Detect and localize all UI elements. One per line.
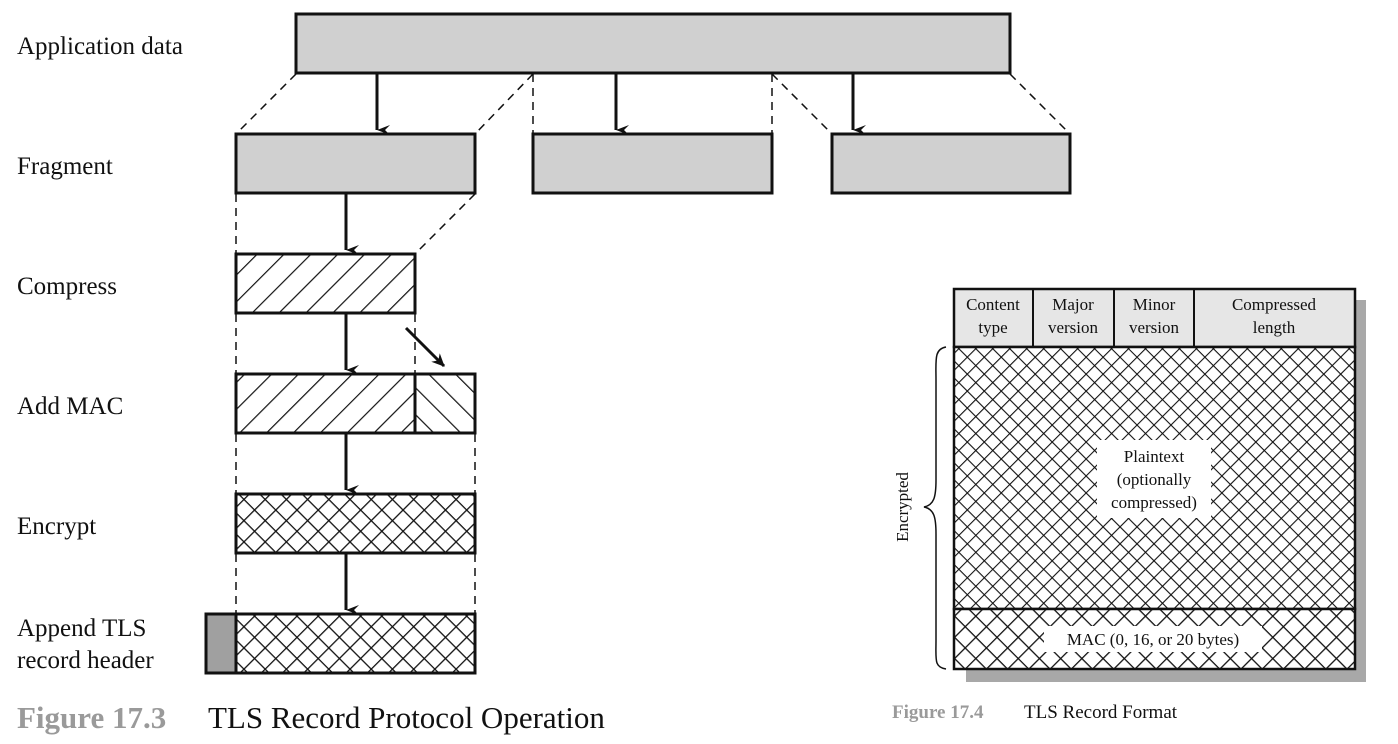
step-label-append-tls: Append TLS — [17, 615, 146, 642]
compressed-data-segment — [234, 372, 417, 435]
step-label-compress: Compress — [17, 273, 117, 300]
tls-record-header-segment — [204, 612, 238, 675]
header-field-minor-version-line2: version — [1129, 318, 1180, 337]
compressed-box — [234, 252, 417, 315]
mac-label-bg — [1044, 626, 1262, 652]
header-field-content-type-line2: type — [978, 318, 1007, 337]
plaintext-label-bg — [1097, 440, 1211, 518]
fragment-box-1 — [234, 132, 477, 195]
pipeline-arrows — [344, 194, 446, 615]
caption-number: Figure 17.3 — [17, 700, 166, 735]
figure-caption-17-4: Figure 17.4 TLS Record Format — [892, 702, 1178, 723]
figure-17-3: Application data Fragment Compress Add M… — [17, 12, 1072, 735]
step-label-application-data: Application data — [17, 33, 183, 60]
encrypted-payload-segment — [234, 612, 477, 675]
header-field-minor-version-line1: Minor — [1133, 295, 1176, 314]
step-label-record-header: record header — [17, 647, 154, 674]
plaintext-label-line3: compressed) — [1111, 493, 1197, 512]
header-field-compressed-length-line1: Compressed — [1232, 295, 1317, 314]
arrow-diagonal-icon — [404, 326, 446, 368]
record-header-row — [952, 287, 1357, 349]
figure-17-4: Content type Major version Minor version… — [892, 287, 1366, 723]
fragment-box-3 — [830, 132, 1072, 195]
step-label-fragment: Fragment — [17, 153, 113, 180]
caption-title: TLS Record Protocol Operation — [208, 700, 605, 735]
plaintext-label-line2: (optionally — [1117, 470, 1192, 489]
encrypted-box — [234, 492, 477, 555]
header-field-compressed-length-line2: length — [1253, 318, 1296, 337]
mac-segment — [413, 372, 477, 435]
plaintext-label-line1: Plaintext — [1124, 447, 1185, 466]
caption-number: Figure 17.4 — [892, 702, 984, 723]
encrypted-brace-icon — [923, 346, 947, 670]
header-field-major-version-line1: Major — [1052, 295, 1094, 314]
application-data-box — [294, 12, 1012, 75]
fragment-arrows — [375, 74, 866, 135]
header-field-content-type-line1: Content — [966, 295, 1020, 314]
encrypted-label: Encrypted — [893, 472, 912, 542]
header-field-major-version-line2: version — [1048, 318, 1099, 337]
pipeline-guides — [235, 193, 476, 614]
figure-caption-17-3: Figure 17.3 TLS Record Protocol Operatio… — [17, 700, 605, 735]
step-label-add-mac: Add MAC — [17, 393, 123, 420]
fragment-guides — [235, 73, 1071, 135]
mac-label: MAC (0, 16, or 20 bytes) — [1067, 630, 1239, 649]
fragment-box-2 — [531, 132, 774, 195]
step-label-encrypt: Encrypt — [17, 513, 96, 540]
caption-title: TLS Record Format — [1024, 702, 1178, 723]
